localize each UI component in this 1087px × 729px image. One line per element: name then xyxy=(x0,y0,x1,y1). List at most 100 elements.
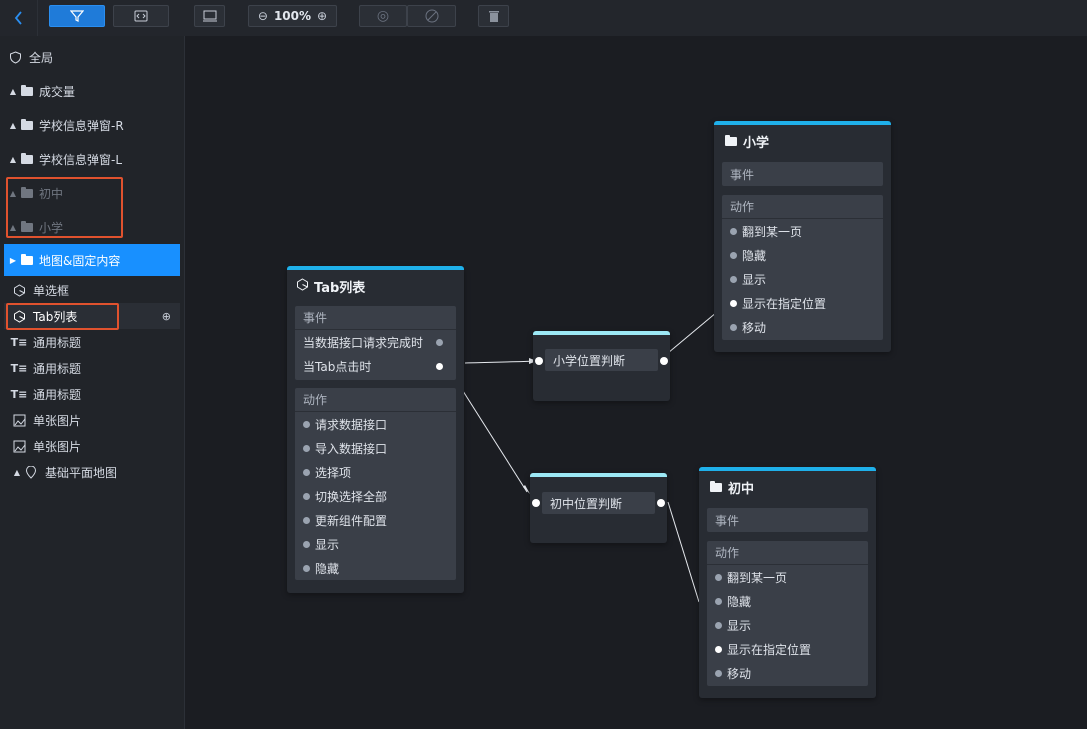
sidebar-item-title-1[interactable]: T≡ 通用标题 xyxy=(0,329,184,355)
node-header-bar xyxy=(533,331,670,335)
output-port[interactable] xyxy=(657,499,665,507)
caret-up-icon[interactable]: ▲ xyxy=(9,154,17,164)
action-item[interactable]: 更新组件配置 xyxy=(295,508,456,532)
highlight-box xyxy=(6,177,123,238)
event-port-grey[interactable] xyxy=(436,338,443,346)
condition-label: 小学位置判断 xyxy=(545,349,658,371)
actions-section: 动作 翻到某一页 隐藏 显示 显示在指定位置 移动 xyxy=(722,195,883,340)
sidebar-item-image-2[interactable]: 单张图片 xyxy=(0,433,184,459)
action-port[interactable] xyxy=(303,444,310,452)
action-port[interactable] xyxy=(303,468,310,476)
sidebar-item-global[interactable]: 全局 xyxy=(0,44,184,70)
component-icon xyxy=(12,283,26,297)
action-port[interactable] xyxy=(730,251,737,259)
action-item[interactable]: 显示在指定位置 xyxy=(707,637,868,661)
action-port-connected[interactable] xyxy=(730,299,737,307)
sidebar-item-map-fixed[interactable]: ▶ 地图&固定内容 xyxy=(4,244,180,276)
folder-icon xyxy=(21,152,33,164)
action-item[interactable]: 切换选择全部 xyxy=(295,484,456,508)
action-port[interactable] xyxy=(730,323,737,331)
action-item[interactable]: 显示 xyxy=(295,532,456,556)
back-button[interactable] xyxy=(0,0,38,36)
delete-button[interactable] xyxy=(478,5,509,27)
action-port[interactable] xyxy=(715,573,722,581)
disable-button[interactable] xyxy=(407,5,456,27)
blueprint-canvas[interactable]: Tab列表 事件 当数据接口请求完成时 当Tab点击时 动作 请求数据接口 导入… xyxy=(185,36,1087,729)
enable-button[interactable]: ◎ xyxy=(359,5,407,27)
sidebar-item-tab-list[interactable]: Tab列表 ⊕ xyxy=(4,303,180,329)
input-port[interactable] xyxy=(532,499,540,507)
caret-up-icon[interactable]: ▲ xyxy=(9,222,17,232)
component-icon xyxy=(296,277,309,295)
action-item[interactable]: 显示在指定位置 xyxy=(722,291,883,315)
action-label: 更新组件配置 xyxy=(315,513,388,528)
sidebar-item-school-popup-l[interactable]: ▲ 学校信息弹窗-L xyxy=(0,146,184,172)
caret-up-icon[interactable]: ▲ xyxy=(9,120,17,130)
sidebar-item-middle-school[interactable]: ▲ 初中 xyxy=(0,180,184,206)
action-item[interactable]: 隐藏 xyxy=(295,556,456,580)
highlight-box xyxy=(6,303,119,330)
sidebar-item-base-map[interactable]: ▲ 基础平面地图 xyxy=(0,459,184,485)
preview-button[interactable] xyxy=(194,5,225,27)
zoom-in-icon[interactable]: ⊕ xyxy=(317,9,328,23)
action-port[interactable] xyxy=(715,597,722,605)
action-item[interactable]: 显示 xyxy=(722,267,883,291)
actions-header: 动作 xyxy=(707,541,868,565)
folder-icon xyxy=(21,220,33,232)
action-item[interactable]: 隐藏 xyxy=(707,589,868,613)
event-item[interactable]: 当数据接口请求完成时 xyxy=(295,330,456,354)
action-item[interactable]: 选择项 xyxy=(295,460,456,484)
zoom-out-icon[interactable]: ⊖ xyxy=(257,9,268,23)
action-label: 导入数据接口 xyxy=(315,441,388,456)
middle-condition-node[interactable]: 初中位置判断 xyxy=(530,473,667,543)
sidebar-item-primary-school[interactable]: ▲ 小学 xyxy=(0,214,184,240)
action-port[interactable] xyxy=(730,275,737,283)
action-label: 显示在指定位置 xyxy=(727,642,812,657)
input-port[interactable] xyxy=(535,357,543,365)
action-item[interactable]: 翻到某一页 xyxy=(707,565,868,589)
action-port[interactable] xyxy=(730,227,737,235)
action-item[interactable]: 导入数据接口 xyxy=(295,436,456,460)
action-port[interactable] xyxy=(715,621,722,629)
sidebar-item-radio[interactable]: 单选框 xyxy=(0,277,184,303)
blueprint-view-button[interactable] xyxy=(49,5,105,27)
sidebar-item-image-1[interactable]: 单张图片 xyxy=(0,407,184,433)
action-port[interactable] xyxy=(715,669,722,677)
folder-icon xyxy=(21,253,33,265)
action-port[interactable] xyxy=(303,540,310,548)
action-port[interactable] xyxy=(303,492,310,500)
code-view-button[interactable] xyxy=(113,5,169,27)
primary-school-node[interactable]: 小学 事件 动作 翻到某一页 隐藏 显示 显示在指定位置 移动 xyxy=(714,121,891,352)
caret-right-icon[interactable]: ▶ xyxy=(9,255,17,265)
action-label: 移动 xyxy=(727,666,752,681)
middle-school-node[interactable]: 初中 事件 动作 翻到某一页 隐藏 显示 显示在指定位置 移动 xyxy=(699,467,876,698)
tab-list-node[interactable]: Tab列表 事件 当数据接口请求完成时 当Tab点击时 动作 请求数据接口 导入… xyxy=(287,266,464,593)
event-item[interactable]: 当Tab点击时 xyxy=(295,354,456,378)
locate-icon[interactable]: ⊕ xyxy=(161,309,171,323)
sidebar-item-title-2[interactable]: T≡ 通用标题 xyxy=(0,355,184,381)
action-item[interactable]: 翻到某一页 xyxy=(722,219,883,243)
caret-up-icon[interactable]: ▲ xyxy=(13,467,21,477)
action-item[interactable]: 显示 xyxy=(707,613,868,637)
sidebar-item-school-popup-r[interactable]: ▲ 学校信息弹窗-R xyxy=(0,112,184,138)
folder-icon xyxy=(710,480,722,492)
action-item[interactable]: 请求数据接口 xyxy=(295,412,456,436)
action-item[interactable]: 隐藏 xyxy=(722,243,883,267)
sidebar-item-label: 基础平面地图 xyxy=(45,465,118,480)
action-port[interactable] xyxy=(303,564,310,572)
action-port[interactable] xyxy=(303,420,310,428)
action-port-connected[interactable] xyxy=(715,645,722,653)
output-port[interactable] xyxy=(660,357,668,365)
sidebar-item-title-3[interactable]: T≡ 通用标题 xyxy=(0,381,184,407)
caret-up-icon[interactable]: ▲ xyxy=(9,188,17,198)
caret-up-icon[interactable]: ▲ xyxy=(9,86,17,96)
sidebar-item-label: 通用标题 xyxy=(33,335,82,350)
action-port[interactable] xyxy=(303,516,310,524)
action-item[interactable]: 移动 xyxy=(707,661,868,685)
text-icon: T≡ xyxy=(10,335,28,349)
sidebar-item-volume[interactable]: ▲ 成交量 xyxy=(0,78,184,104)
check-circle-icon: ◎ xyxy=(376,8,390,24)
event-port[interactable] xyxy=(436,362,443,370)
action-item[interactable]: 移动 xyxy=(722,315,883,339)
primary-condition-node[interactable]: 小学位置判断 xyxy=(533,331,670,401)
